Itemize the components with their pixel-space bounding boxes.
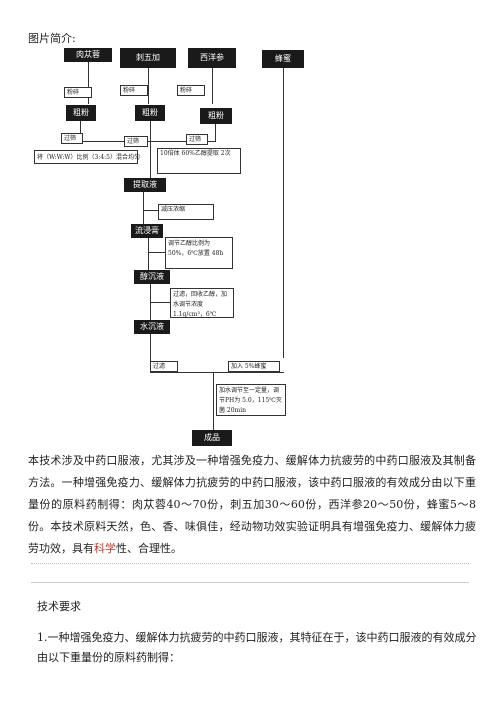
- mix-ratio-note: 将（W:W:W）比例（3:4:5）混合均匀: [34, 150, 140, 164]
- intro-text-1: 本技术涉及中药口服液，尤其涉及一种增强免疫力、缓解体力抗疲劳的中药口服液及其制备…: [28, 454, 476, 555]
- divider-dotted: [31, 563, 469, 564]
- ingredient-xiyangshen: 西洋参: [188, 48, 236, 68]
- intro-paragraph: 本技术涉及中药口服液，尤其涉及一种增强免疫力、缓解体力抗疲劳的中药口服液及其制备…: [28, 450, 476, 560]
- step-fluid-paste: 流浸膏: [131, 224, 163, 238]
- ingredient-roucongrong: 肉苁蓉: [64, 48, 112, 62]
- step-alcohol-precipitate: 醇沉液: [134, 270, 170, 284]
- sieve-box-1: 过筛: [61, 133, 83, 144]
- divider: [31, 582, 469, 583]
- claim-1: 1.一种增强免疫力、缓解体力抗疲劳的中药口服液，其特征在于，该中药口服液的有效成…: [37, 631, 477, 664]
- step-water-precipitate: 水沉液: [134, 320, 170, 334]
- coarse-powder-1: 粗粉: [66, 105, 96, 121]
- coarse-powder-3: 粗粉: [200, 108, 232, 124]
- extract-note: 10倍体 60%乙醇提取 2次: [157, 148, 241, 174]
- ingredient-ciwujia: 刺五加: [120, 48, 176, 68]
- ethanol-recover-note: 过滤，回收乙醇，加水调节浓度1.1g/cm³，6℃: [170, 288, 234, 318]
- final-adjust-note: 加水调节至一定量，调节PH为 5.0，115℃灭菌 20min: [216, 384, 286, 416]
- section-title: 技术要求: [37, 600, 81, 613]
- concentrate-box: 减压浓缩: [158, 204, 214, 220]
- crush-box-3: 粉碎: [177, 85, 205, 96]
- filter-box: 过滤: [150, 361, 178, 372]
- coarse-powder-2: 粗粉: [135, 105, 165, 121]
- ethanol-ratio-note: 调节乙醇比例为 50%，6℃放置 48h: [165, 237, 233, 269]
- intro-text-2: 性、合理性。: [116, 542, 182, 555]
- add-honey-box: 加入 5%蜂蜜: [228, 361, 280, 372]
- sieve-box-3: 过筛: [186, 134, 208, 145]
- sieve-box-2: 过筛: [124, 136, 148, 147]
- crush-box-2: 粉碎: [120, 85, 148, 96]
- ingredient-fengmi: 蜂蜜: [262, 50, 304, 68]
- final-product: 成品: [192, 430, 232, 446]
- crush-box-1: 粉碎: [64, 87, 92, 98]
- intro-link-science[interactable]: 科学: [94, 542, 116, 555]
- step-extract-liquid: 提取液: [124, 178, 166, 192]
- figure-caption: 图片简介:: [28, 32, 76, 45]
